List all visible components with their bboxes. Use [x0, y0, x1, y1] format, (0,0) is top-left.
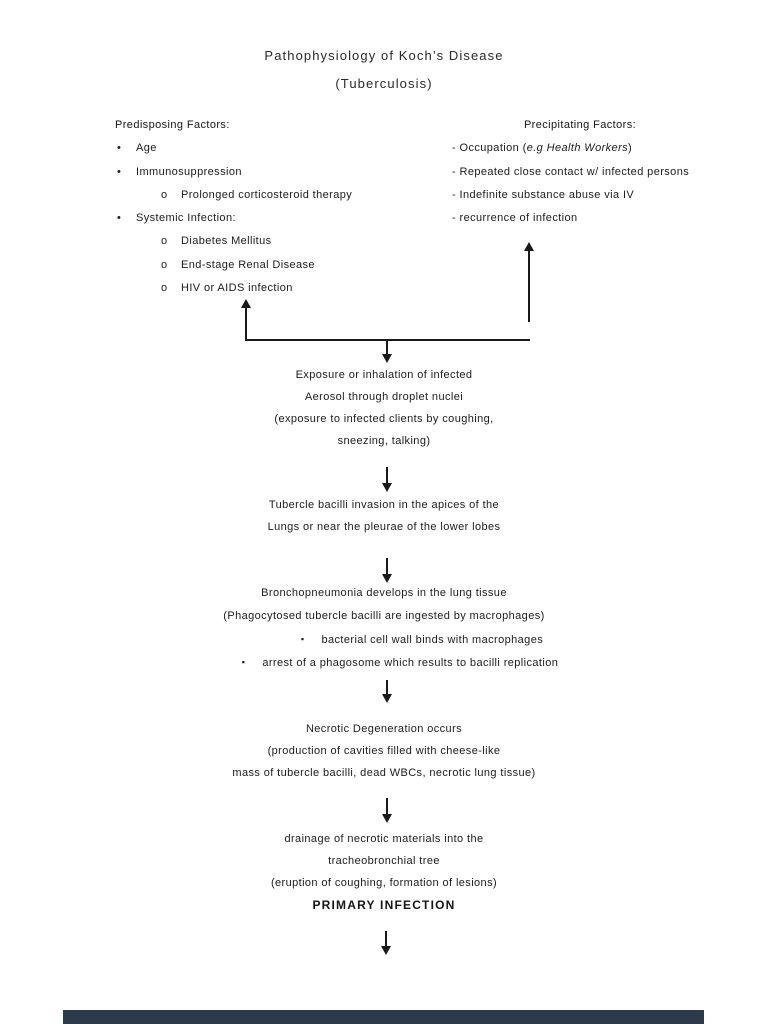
connector-line: [245, 339, 530, 341]
arrow-shaft: [386, 467, 388, 484]
title-block: Pathophysiology of Koch’s Disease (Tuber…: [0, 42, 768, 98]
list-item: - Indefinite substance abuse via IV: [452, 184, 708, 207]
circle-marker: o: [161, 188, 168, 201]
flow-bullet-item: ▪ bacterial cell wall binds with macropha…: [38, 628, 768, 651]
flow-line: (Phagocytosed tubercle bacilli are inges…: [223, 610, 545, 622]
precipitating-factors-list: Precipitating Factors: - Occupation (e.g…: [452, 114, 708, 230]
page-title: Pathophysiology of Koch’s Disease: [264, 48, 504, 63]
list-item: o HIV or AIDS infection: [115, 277, 352, 300]
list-item-label: Age: [136, 142, 157, 155]
flow-line: tracheobronchial tree: [328, 855, 440, 867]
circle-marker: o: [161, 282, 168, 295]
list-item-label: - recurrence of infection: [452, 212, 578, 225]
flow-step-bronchopneumonia: Bronchopneumonia develops in the lung ti…: [0, 582, 768, 674]
list-item: o Prolonged corticosteroid therapy: [115, 184, 352, 207]
list-item-label: Prolonged corticosteroid therapy: [181, 188, 353, 201]
list-item: - Occupation (e.g Health Workers): [452, 137, 708, 160]
arrow-shaft: [385, 931, 387, 947]
arrow-head: [382, 574, 392, 583]
arrow-head: [382, 354, 392, 363]
flow-line: (production of cavities filled with chee…: [267, 745, 501, 757]
flow-step-necrotic-degeneration: Necrotic Degeneration occurs (production…: [0, 718, 768, 784]
bottom-dark-banner: [63, 1010, 704, 1024]
list-item: o Diabetes Mellitus: [115, 230, 352, 253]
arrow-head: [382, 694, 392, 703]
arrow-shaft: [386, 341, 388, 355]
arrow-head: [381, 946, 391, 955]
list-item: • Systemic Infection:: [115, 207, 352, 230]
flow-step-invasion: Tubercle bacilli invasion in the apices …: [0, 494, 768, 538]
flow-line: Bronchopneumonia develops in the lung ti…: [261, 587, 507, 599]
square-bullet-marker: ▪: [300, 634, 305, 644]
arrow-shaft: [528, 250, 530, 322]
list-item-label: End-stage Renal Disease: [181, 258, 315, 271]
circle-marker: o: [161, 258, 168, 271]
arrow-shaft: [386, 798, 388, 815]
flow-bullet-label: bacterial cell wall binds with macrophag…: [321, 634, 544, 646]
flow-bullet-item: ▪ arrest of a phagosome which results to …: [16, 651, 768, 674]
predisposing-factors-list: Predisposing Factors: • Age • Immunosuppre…: [115, 114, 352, 300]
flow-line: mass of tubercle bacilli, dead WBCs, nec…: [232, 767, 536, 779]
arrow-head: [524, 242, 534, 251]
flow-step-exposure: Exposure or inhalation of infected Aeros…: [0, 364, 768, 452]
arrow-head: [382, 483, 392, 492]
precipitating-heading: Precipitating Factors:: [523, 119, 637, 131]
flow-line: (exposure to infected clients by coughin…: [274, 413, 494, 425]
list-item-label: - Occupation (e.g Health Workers): [452, 142, 633, 155]
circle-marker: o: [161, 235, 168, 248]
predisposing-heading: Predisposing Factors:: [115, 119, 230, 131]
arrow-head: [382, 814, 392, 823]
bullet-marker: •: [117, 142, 122, 155]
list-item-label: HIV or AIDS infection: [181, 282, 293, 295]
list-item-label: Immunosuppression: [136, 165, 242, 178]
list-item-label: - Repeated close contact w/ infected per…: [452, 165, 690, 178]
flow-line: (eruption of coughing, formation of lesi…: [270, 877, 498, 889]
arrow-shaft: [386, 558, 388, 575]
arrow-shaft: [386, 680, 388, 695]
arrow-head: [241, 299, 251, 308]
flow-bullet-label: arrest of a phagosome which results to b…: [262, 657, 559, 669]
bullet-marker: •: [117, 165, 122, 178]
list-item: o End-stage Renal Disease: [115, 254, 352, 277]
flow-line: sneezing, talking): [337, 435, 431, 447]
arrow-shaft: [245, 307, 247, 341]
list-item: - Repeated close contact w/ infected per…: [452, 161, 708, 184]
italic-text: e.g Health Workers: [526, 142, 629, 155]
list-item: - recurrence of infection: [452, 207, 708, 230]
bullet-marker: •: [117, 212, 122, 225]
flow-line: drainage of necrotic materials into the: [284, 833, 484, 845]
flow-line: Exposure or inhalation of infected: [295, 369, 473, 381]
list-item-label: Systemic Infection:: [136, 212, 236, 225]
page-subtitle: (Tuberculosis): [335, 76, 433, 91]
list-item: • Age: [115, 137, 352, 160]
square-bullet-marker: ▪: [241, 657, 246, 667]
flow-line: Necrotic Degeneration occurs: [305, 723, 463, 735]
flow-line: Lungs or near the pleurae of the lower l…: [267, 521, 501, 533]
flow-line: Tubercle bacilli invasion in the apices …: [268, 499, 500, 511]
flow-line: Aerosol through droplet nuclei: [304, 391, 464, 403]
list-item-label: - Indefinite substance abuse via IV: [452, 188, 635, 201]
list-item: • Immunosuppression: [115, 161, 352, 184]
flow-step-drainage: drainage of necrotic materials into the …: [0, 828, 768, 916]
list-item-label: Diabetes Mellitus: [181, 235, 272, 248]
primary-infection-label: PRIMARY INFECTION: [312, 898, 456, 912]
